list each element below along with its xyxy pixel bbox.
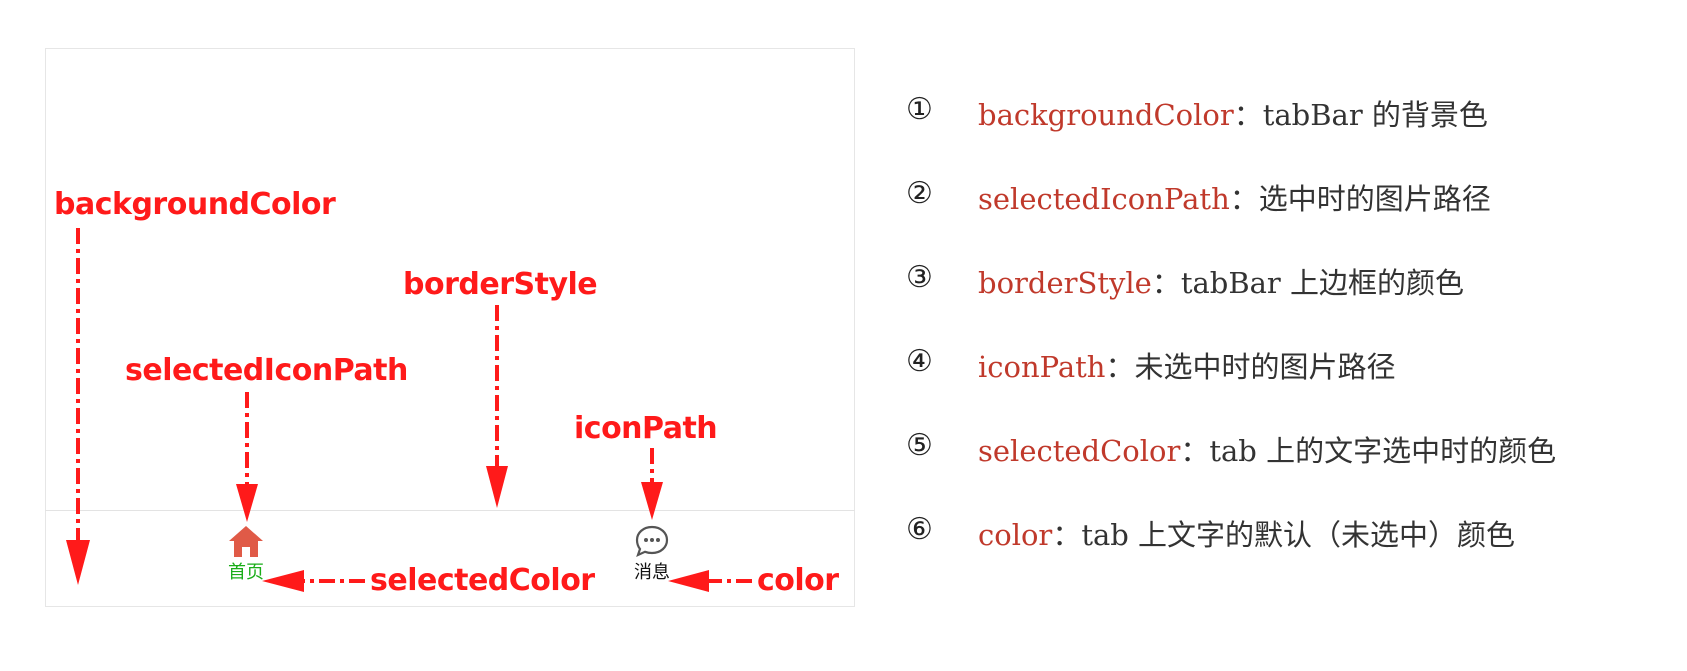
legend-key: color：tab 上文字的默认（未选中）颜色 <box>978 512 1515 554</box>
legend-desc: ：tab 上的文字选中时的颜色 <box>1180 434 1557 468</box>
arrow-head-selected-color <box>262 570 304 592</box>
legend-desc: ：未选中时的图片路径 <box>1105 350 1396 384</box>
callout-color: color <box>757 563 839 598</box>
legend-number: ⑤ <box>906 428 933 463</box>
callout-selected-color: selectedColor <box>370 563 595 598</box>
tabbar-top-border <box>45 510 855 511</box>
legend-item: ③ borderStyle：tabBar 上边框的颜色 <box>906 260 1686 300</box>
legend-key: borderStyle：tabBar 上边框的颜色 <box>978 260 1464 302</box>
legend-item: ① backgroundColor：tabBar 的背景色 <box>906 92 1686 132</box>
phone-preview <box>45 48 855 607</box>
callout-background-color: backgroundColor <box>54 187 336 222</box>
arrow-head-icon-path <box>641 482 663 520</box>
legend-key: iconPath：未选中时的图片路径 <box>978 344 1396 386</box>
legend-desc: ：选中时的图片路径 <box>1229 182 1491 216</box>
tab-home[interactable]: 首页 <box>206 523 286 584</box>
arrow-head-color <box>668 570 709 592</box>
tab-message-label: 消息 <box>634 562 670 583</box>
legend-key-text: color <box>978 518 1053 552</box>
legend-number: ④ <box>906 344 933 379</box>
legend-desc: ：tabBar 的背景色 <box>1233 98 1488 132</box>
legend-key: backgroundColor：tabBar 的背景色 <box>978 92 1488 134</box>
arrow-head-selected-icon-path <box>236 484 258 522</box>
legend-item: ② selectedIconPath：选中时的图片路径 <box>906 176 1686 216</box>
legend-item: ④ iconPath：未选中时的图片路径 <box>906 344 1686 384</box>
legend-number: ① <box>906 92 933 127</box>
legend-desc: ：tab 上文字的默认（未选中）颜色 <box>1052 518 1516 552</box>
legend-number: ③ <box>906 260 933 295</box>
legend-desc: ：tabBar 上边框的颜色 <box>1151 266 1465 300</box>
legend-key-text: iconPath <box>978 350 1106 384</box>
callout-border-style: borderStyle <box>403 267 597 302</box>
legend-number: ⑥ <box>906 512 933 547</box>
tab-message[interactable]: 消息 <box>612 523 692 584</box>
legend-key-text: selectedColor <box>978 434 1181 468</box>
legend-item: ⑥ color：tab 上文字的默认（未选中）颜色 <box>906 512 1686 552</box>
legend-key: selectedColor：tab 上的文字选中时的颜色 <box>978 428 1556 470</box>
legend-number: ② <box>906 176 933 211</box>
tab-home-label: 首页 <box>228 562 264 583</box>
legend-key-text: borderStyle <box>978 266 1152 300</box>
callout-icon-path: iconPath <box>574 411 717 446</box>
arrow-head-background-color <box>66 540 90 585</box>
legend-key-text: backgroundColor <box>978 98 1234 132</box>
legend-key-text: selectedIconPath <box>978 182 1230 216</box>
callout-selected-icon-path: selectedIconPath <box>125 353 408 388</box>
legend-key: selectedIconPath：选中时的图片路径 <box>978 176 1491 218</box>
home-icon <box>229 526 263 557</box>
legend-item: ⑤ selectedColor：tab 上的文字选中时的颜色 <box>906 428 1686 468</box>
arrow-head-border-style <box>486 466 508 508</box>
message-icon <box>635 525 669 558</box>
